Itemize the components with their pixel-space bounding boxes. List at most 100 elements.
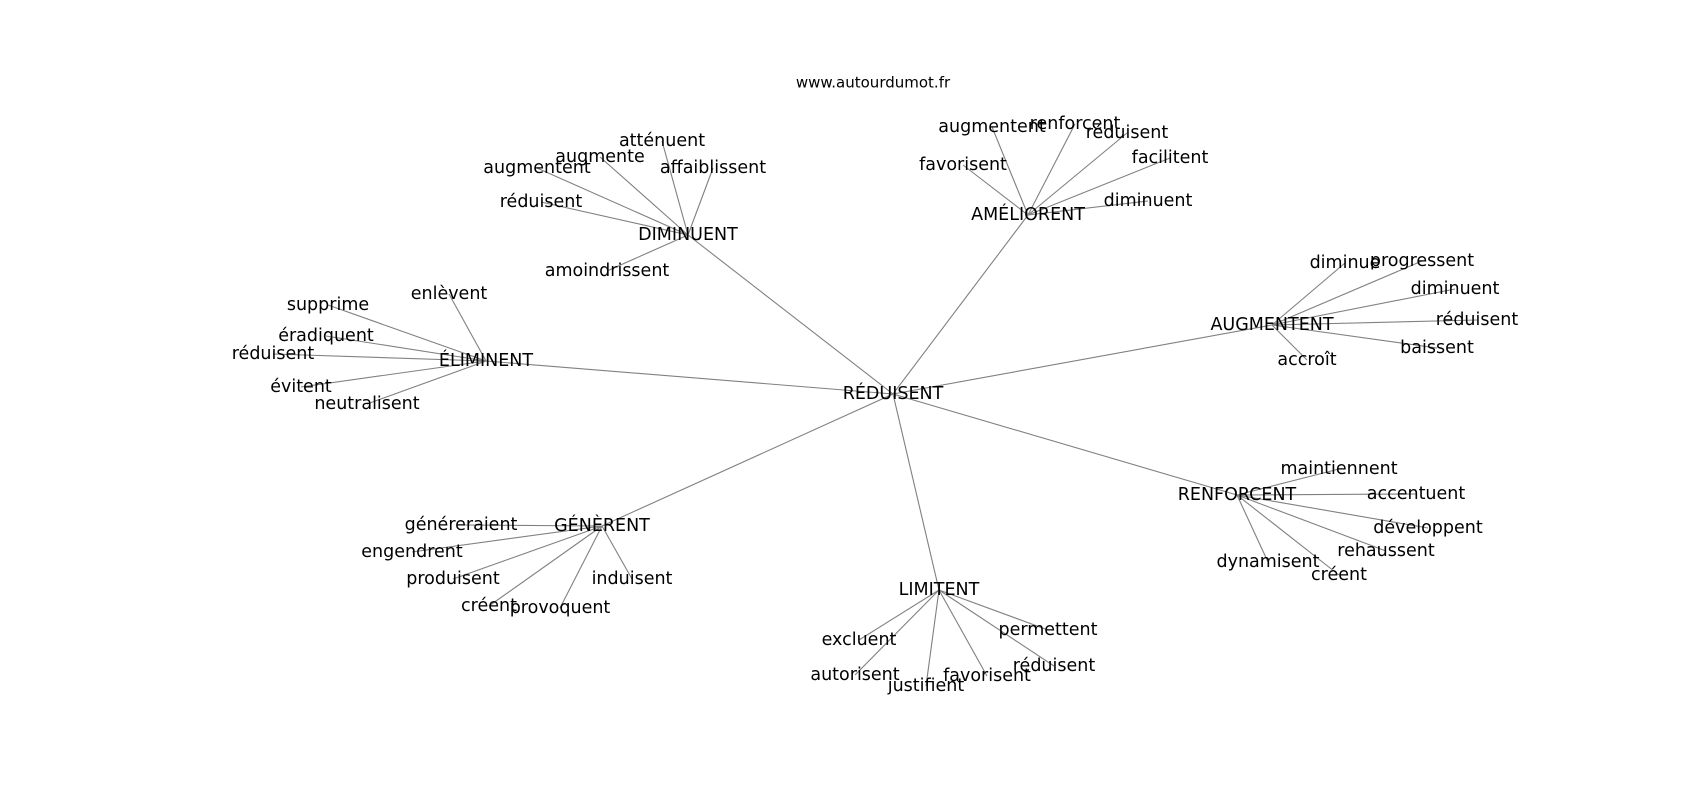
leaf-word[interactable]: induisent — [592, 569, 673, 589]
edge-group-to-word — [938, 589, 1049, 631]
leaf-word[interactable]: créent — [1311, 565, 1367, 585]
leaf-word[interactable]: dynamisent — [1216, 552, 1319, 572]
leaf-word[interactable]: provoquent — [510, 598, 611, 618]
leaf-word[interactable]: justifient — [887, 676, 965, 696]
edge-group-to-word — [1236, 494, 1340, 576]
edges-layer — [272, 123, 1478, 687]
edge-group-to-word — [1271, 319, 1478, 326]
edge-group-to-word — [1027, 157, 1171, 216]
leaf-word[interactable]: produisent — [406, 569, 500, 589]
leaf-word[interactable]: réduisent — [1436, 310, 1519, 330]
group-word[interactable]: RENFORCENT — [1178, 485, 1297, 505]
edge-root-to-group — [892, 324, 1273, 395]
leaf-word[interactable]: facilitent — [1132, 148, 1209, 168]
edge-group-to-word — [272, 353, 487, 362]
leaf-word[interactable]: réduisent — [1086, 123, 1169, 143]
group-word[interactable]: LIMITENT — [899, 580, 980, 600]
edge-group-to-word — [448, 293, 487, 362]
edge-group-to-word — [938, 589, 1055, 667]
leaf-word[interactable]: accentuent — [1367, 484, 1466, 504]
root-word[interactable]: RÉDUISENT — [843, 382, 944, 404]
leaf-word[interactable]: réduisent — [232, 344, 315, 364]
site-credit: www.autourdumot.fr — [796, 74, 951, 92]
edge-group-to-word — [559, 525, 603, 609]
leaf-word[interactable]: permettent — [998, 620, 1097, 640]
edge-root-to-group — [892, 393, 1238, 496]
edge-group-to-word — [411, 525, 603, 553]
edge-group-to-word — [1271, 324, 1438, 349]
edge-group-to-word — [962, 164, 1029, 216]
edge-group-to-word — [1236, 494, 1429, 529]
edge-group-to-word — [300, 360, 487, 388]
edge-root-to-group — [601, 393, 894, 527]
leaf-word[interactable]: baissent — [1400, 338, 1474, 358]
edge-group-to-word — [1236, 494, 1387, 552]
edge-group-to-word — [1271, 324, 1308, 361]
leaf-word[interactable]: augmentent — [938, 117, 1046, 137]
edge-group-to-word — [1236, 468, 1340, 496]
edge-group-to-word — [858, 589, 940, 641]
leaf-word[interactable]: favorisent — [919, 155, 1007, 175]
leaf-word[interactable]: neutralisent — [314, 394, 419, 414]
leaf-word[interactable]: autorisent — [810, 665, 899, 685]
edge-group-to-word — [540, 201, 689, 236]
edge-group-to-word — [1027, 200, 1149, 216]
leaf-word[interactable]: généreraient — [405, 515, 518, 535]
edge-group-to-word — [606, 234, 689, 272]
leaf-word[interactable]: maintiennent — [1280, 459, 1397, 479]
leaf-word[interactable]: progressent — [1370, 251, 1474, 271]
group-word[interactable]: ÉLIMINENT — [439, 349, 533, 371]
group-word[interactable]: DIMINUENT — [638, 225, 738, 245]
group-word[interactable]: GÉNÈRENT — [554, 514, 650, 536]
leaf-word[interactable]: créent — [461, 596, 517, 616]
leaf-word[interactable]: réduisent — [500, 192, 583, 212]
leaf-word[interactable]: éradiquent — [278, 326, 374, 346]
leaf-word[interactable]: évitent — [270, 377, 332, 397]
edge-group-to-word — [1236, 494, 1269, 563]
leaf-word[interactable]: renforcent — [1030, 114, 1121, 134]
edge-group-to-word — [854, 589, 940, 676]
group-word[interactable]: AMÉLIORENT — [971, 203, 1085, 225]
edge-root-to-group — [892, 393, 940, 591]
leaf-word[interactable]: rehaussent — [1337, 541, 1435, 561]
leaf-word[interactable]: enlèvent — [411, 284, 488, 304]
edge-group-to-word — [925, 589, 940, 687]
edge-group-to-word — [601, 525, 633, 580]
leaf-word[interactable]: développent — [1373, 518, 1483, 538]
edge-group-to-word — [1236, 493, 1417, 496]
edge-root-to-group — [892, 214, 1029, 395]
leaf-word[interactable]: amoindrissent — [545, 261, 670, 281]
edge-group-to-word — [1027, 123, 1076, 216]
leaf-word[interactable]: augmentent — [483, 158, 591, 178]
edge-group-to-word — [327, 304, 487, 362]
leaf-word[interactable]: diminuent — [1104, 191, 1193, 211]
edge-group-to-word — [661, 140, 689, 236]
leaf-word[interactable]: engendrent — [361, 542, 463, 562]
edge-group-to-word — [687, 167, 714, 236]
edge-group-to-word — [599, 156, 689, 236]
edge-group-to-word — [488, 525, 603, 607]
leaf-word[interactable]: supprime — [287, 295, 369, 315]
leaf-word[interactable]: excluent — [822, 630, 897, 650]
edge-root-to-group — [485, 360, 894, 395]
edge-root-to-group — [687, 234, 894, 395]
edge-group-to-word — [1271, 288, 1456, 326]
edge-group-to-word — [536, 167, 689, 236]
edge-group-to-word — [1027, 132, 1128, 216]
leaf-word[interactable]: favorisent — [943, 666, 1031, 686]
leaf-word[interactable]: augmente — [555, 147, 644, 167]
edge-group-to-word — [325, 335, 487, 362]
leaf-word[interactable]: diminuent — [1411, 279, 1500, 299]
leaf-word[interactable]: atténuent — [619, 131, 705, 151]
edge-group-to-word — [1271, 260, 1423, 326]
labels-layer: RÉDUISENTDIMINUENTatténuentaugmenteaugme… — [232, 114, 1519, 696]
edge-group-to-word — [991, 126, 1029, 216]
group-word[interactable]: AUGMENTENT — [1210, 315, 1333, 335]
leaf-word[interactable]: diminue — [1310, 253, 1381, 273]
leaf-word[interactable]: réduisent — [1013, 656, 1096, 676]
leaf-word[interactable]: accroît — [1277, 350, 1336, 370]
leaf-word[interactable]: affaiblissent — [660, 158, 766, 178]
edge-group-to-word — [1271, 262, 1346, 326]
edge-group-to-word — [938, 589, 988, 677]
